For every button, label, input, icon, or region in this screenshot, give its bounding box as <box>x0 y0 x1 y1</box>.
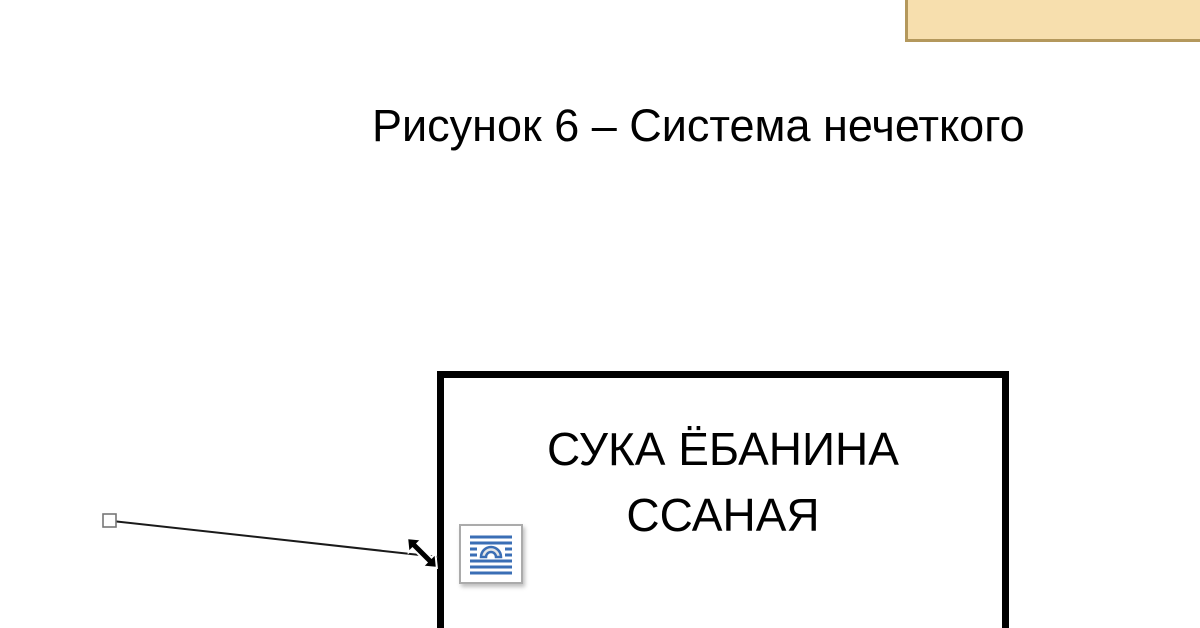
text-box-line-1: СУКА ЁБАНИНА <box>547 423 899 475</box>
text-box[interactable]: СУКА ЁБАНИНА ССАНАЯ <box>437 371 1009 628</box>
selection-handle[interactable] <box>102 513 117 528</box>
tan-rectangle-shape[interactable] <box>905 0 1200 42</box>
layout-options-icon <box>470 535 512 575</box>
layout-options-button[interactable] <box>459 524 523 584</box>
text-box-line-2: ССАНАЯ <box>626 489 820 541</box>
figure-caption: Рисунок 6 – Система нечеткого <box>372 100 1025 151</box>
connector-line[interactable] <box>111 520 439 558</box>
wrap-arc-glyph <box>479 545 503 559</box>
